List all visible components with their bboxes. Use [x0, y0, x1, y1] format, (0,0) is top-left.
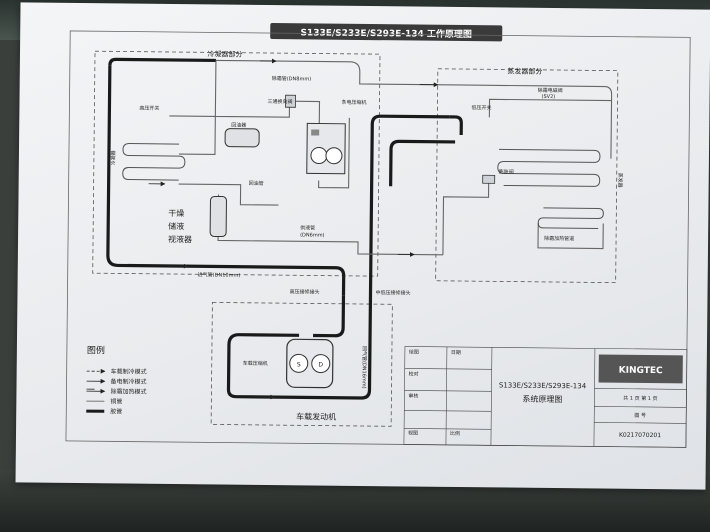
hose-evap-inlet — [449, 115, 463, 136]
brand-logo — [598, 354, 683, 384]
condenser-section-box — [92, 50, 381, 277]
drawing-border — [65, 30, 691, 448]
label-oil-return: 回油器 — [231, 122, 246, 129]
engine-section-box — [210, 302, 393, 427]
label-high-pressure-joint: 高压接修接头 — [289, 288, 319, 295]
drier-receiver — [209, 195, 227, 238]
schematic-diagram: S133E/S233E/S293E-134 工作原理图 冷凝器部分 蒸发器部分 … — [65, 23, 691, 448]
label-electric-compressor: 条电压缩机 — [341, 99, 366, 106]
title-banner: S133E/S233E/S293E-134 工作原理图 — [270, 23, 503, 42]
legend-item-1: 备电制冷模式 — [86, 377, 147, 386]
compressor-s-port: S — [297, 361, 301, 368]
svg-text:除霜加热模式: 除霜加热模式 — [110, 387, 146, 395]
diagram-title: S133E/S233E/S293E-134 工作原理图 — [300, 26, 472, 40]
tb-check: 校对 — [409, 370, 419, 377]
tb-drawing-no-label: 图 号 — [634, 413, 646, 419]
hose-suction — [226, 114, 450, 400]
svg-text:车载制冷模式: 车载制冷模式 — [111, 367, 147, 375]
tb-product: S133E/S233E/S293E-134 — [499, 381, 587, 390]
label-low-pressure-joint: 中低压接修接头 — [375, 289, 410, 296]
label-inlet-pipe: 进气管(DN10mm) — [198, 271, 241, 278]
pipe-liquid-evap — [442, 177, 490, 255]
pipe-to-valve — [214, 60, 291, 118]
label-defrost-pipe-bottom: 除霜加热管道 — [544, 235, 574, 242]
pipe-compressor-out — [318, 117, 350, 189]
label-defrost-valve: 除霜电磁阀 — [538, 87, 563, 94]
svg-text:铜管: 铜管 — [110, 397, 122, 405]
pipe-defrost-top — [215, 59, 613, 159]
evaporator-coil — [497, 148, 604, 229]
svg-text:备电制冷模式: 备电制冷模式 — [111, 377, 147, 385]
hose-condenser-top — [108, 57, 216, 66]
tb-date: 日期 — [451, 350, 461, 356]
flow-arrows — [148, 58, 439, 400]
legend-item-0: 车载制冷模式 — [86, 367, 147, 376]
label-three-way-valve: 三通换向阀 — [267, 98, 292, 105]
label-drier-3: 视液器 — [168, 234, 192, 244]
copper-pipes — [169, 59, 613, 256]
hose-to-compressor — [313, 295, 346, 338]
expansion-valve — [482, 174, 496, 184]
label-defrost-pipe-top: 除霜管(DN8mm) — [272, 75, 312, 82]
legend-item-3: 铜管 — [86, 397, 122, 405]
hose-inlet — [106, 65, 346, 296]
title-block-text: 绘图 日期 校对 审核 视图 比例 S133E/S233E/S293E-134 … — [408, 348, 683, 439]
pipe-liquid — [217, 234, 443, 256]
tb-drawing-no: K0217070201 — [619, 432, 661, 439]
pipe-cond-in — [178, 116, 216, 156]
condenser-section-label: 冷凝器部分 — [207, 49, 242, 58]
compressor-d-port: D — [318, 362, 323, 369]
three-way-valve — [285, 94, 296, 108]
title-block — [403, 346, 688, 448]
label-drier-1: 干燥 — [168, 209, 184, 218]
legend-item-2: 除霜加热模式 — [86, 387, 147, 396]
tb-view: 视图 — [408, 429, 418, 436]
evaporator-section-label: 蒸发器部分 — [507, 67, 542, 76]
legend: 图例 车载制冷模式 备电制冷模式 除霜加热模式 铜管 — [86, 344, 147, 415]
pipe-cond-out — [178, 183, 279, 206]
tb-sheet: 共 1 页 第 1 页 — [623, 395, 657, 402]
tb-scale: 比例 — [450, 430, 460, 437]
pipe-defrost-loop — [537, 222, 604, 250]
rubber-hoses — [106, 57, 463, 400]
label-suction-pipe: 回气管(DN16mm) — [361, 346, 368, 389]
vehicle-compressor: S D — [286, 338, 334, 389]
condenser-coil-label: 冷凝器 — [110, 150, 117, 165]
oil-return-valve — [224, 128, 260, 148]
label-liquid-pipe: 供液管 — [300, 224, 315, 231]
pipe-evap-top — [488, 98, 612, 118]
evaporator-coil-label: 蒸发器 — [617, 173, 624, 188]
label-defrost-valve-sv: (SV2) — [542, 94, 556, 100]
label-pressure-switch: 高压开关 — [139, 105, 159, 112]
tb-drawing-name: 系统原理图 — [522, 394, 562, 404]
pipe-valve-compressor — [289, 100, 321, 124]
condenser-coil — [122, 143, 186, 181]
label-drier-2: 储液 — [168, 221, 184, 231]
electric-compressor — [306, 122, 346, 175]
label-liquid-pipe-dn: (DN6mm) — [300, 232, 325, 238]
label-vehicle-compressor: 车载压缩机 — [243, 360, 268, 367]
component-labels: 除霜管(DN8mm) 三通换向阀 条电压缩机 高压开关 回油器 回油管 干燥 储… — [139, 75, 574, 389]
legend-title: 图例 — [87, 344, 105, 356]
tb-drawn: 绘图 — [409, 348, 419, 355]
tb-review: 审核 — [408, 392, 418, 399]
svg-text:胶管: 胶管 — [110, 407, 122, 415]
hose-return — [389, 139, 456, 187]
brand-name: KINGTEC — [619, 366, 663, 376]
legend-item-4: 胶管 — [86, 407, 122, 415]
label-expansion-valve: 膨胀阀 — [499, 168, 514, 175]
schematic-sheet: S133E/S233E/S293E-134 工作原理图 冷凝器部分 蒸发器部分 … — [15, 2, 710, 490]
label-return-oil-pipe: 回油管 — [249, 180, 264, 187]
label-evap-pressure-switch: 低压开关 — [471, 104, 491, 111]
engine-section-label: 车载发动机 — [296, 411, 336, 421]
